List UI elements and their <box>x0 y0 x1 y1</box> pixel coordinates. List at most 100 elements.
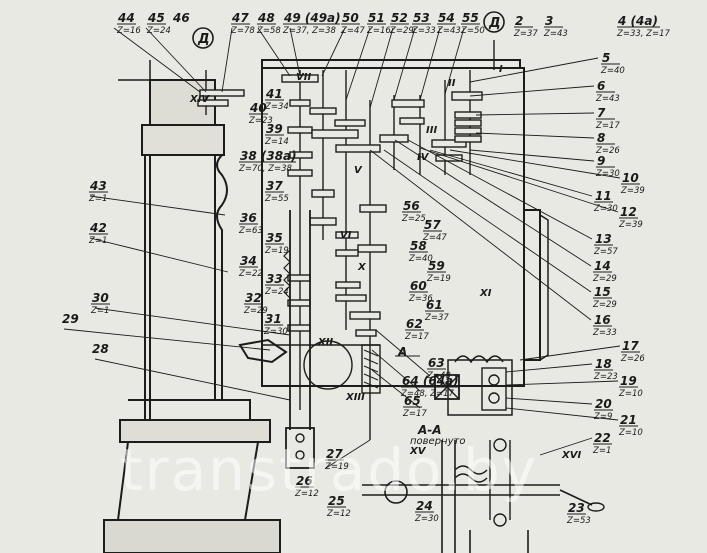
part-number: 11 <box>595 189 612 203</box>
part-number: 58 <box>410 239 427 253</box>
part-number: 40 <box>249 101 267 115</box>
part-label: 37Z=55 <box>264 179 289 204</box>
tooth-count: Z=30 <box>414 514 439 524</box>
part-label: 32Z=29 <box>243 291 268 316</box>
part-label: 26Z=12 <box>294 474 319 499</box>
part-label: 33Z=24 <box>264 272 289 297</box>
part-number: 12 <box>620 205 637 219</box>
part-number: 15 <box>594 285 611 299</box>
part-number: 24 <box>416 499 433 513</box>
motor-symbols: ДД <box>192 11 505 49</box>
part-number: 31 <box>265 312 282 326</box>
section-a-a <box>362 438 605 553</box>
part-label: 62Z=17 <box>404 317 429 342</box>
part-number: 60 <box>410 279 427 293</box>
shaft-numeral: XVI <box>561 450 581 461</box>
part-number: 61 <box>426 298 443 312</box>
part-number: 16 <box>594 313 611 327</box>
part-label: 47Z=78 <box>230 11 255 36</box>
part-number: 5 <box>602 51 610 65</box>
part-number: 2 <box>515 14 523 28</box>
part-number: 33 <box>266 272 283 286</box>
tooth-count: Z=1 <box>90 306 109 316</box>
tooth-count: Z=29 <box>243 306 268 316</box>
part-label: 14Z=29 <box>592 259 617 284</box>
tooth-count: Z=19 <box>264 246 289 256</box>
shaft-numeral: XIV <box>189 94 210 105</box>
part-label: 25Z=12 <box>326 494 351 519</box>
shaft-numeral: II <box>448 78 456 89</box>
part-label: 19Z=10 <box>618 374 643 399</box>
part-label: 36Z=63 <box>238 211 263 236</box>
tooth-count: Z=48, Z=17 <box>400 389 455 399</box>
tooth-count: Z=40 <box>408 254 433 264</box>
tooth-count: Z=50 <box>460 26 485 36</box>
tooth-count: Z=22 <box>238 269 263 279</box>
part-label: 35Z=19 <box>264 231 289 256</box>
part-number: 64 (64a) <box>402 374 459 388</box>
motor-symbol: Д <box>192 27 214 49</box>
part-label: 41Z=34 <box>264 87 289 112</box>
part-number: 9 <box>597 154 605 168</box>
tooth-count: Z=16 <box>116 26 141 36</box>
part-label: 9Z=30 <box>595 154 620 179</box>
motor-symbol: Д <box>483 11 505 33</box>
shaft-numeral: VII <box>296 72 311 83</box>
motor-letter: Д <box>197 32 210 47</box>
tooth-count: Z=57 <box>593 247 618 257</box>
part-number: 54 <box>438 11 455 25</box>
part-number: 32 <box>245 291 262 305</box>
part-number: 26 <box>296 474 313 488</box>
tooth-count: Z=12 <box>326 509 351 519</box>
section-title: A-A <box>417 423 442 437</box>
tooth-count: Z=37, Z=38 <box>282 26 337 36</box>
tooth-count: Z=19 <box>324 462 349 472</box>
part-number: 19 <box>620 374 637 388</box>
motor-circle <box>192 27 214 49</box>
part-number: 28 <box>92 342 109 356</box>
part-label: 27Z=19 <box>324 447 349 472</box>
tooth-count: Z=33, Z=17 <box>616 29 671 39</box>
tooth-count: Z=10 <box>618 428 643 438</box>
tooth-count: Z=33 <box>411 26 436 36</box>
part-number: 6 <box>597 79 605 93</box>
part-number: 44 <box>117 11 135 25</box>
part-number: 56 <box>403 199 420 213</box>
part-number: 10 <box>622 171 639 185</box>
part-number: 36 <box>240 211 257 225</box>
part-label: 52Z=29 <box>389 11 414 36</box>
part-number: 23 <box>568 501 585 515</box>
shaft-numeral: XIII <box>345 392 365 403</box>
part-label: 50Z=47 <box>340 11 365 36</box>
shaft-numeral: XII <box>317 337 333 348</box>
part-number: 4 (4a) <box>617 14 658 28</box>
part-label: 61Z=37 <box>424 298 449 323</box>
part-number: 65 <box>404 394 421 408</box>
part-label: 23Z=53 <box>566 501 591 526</box>
tooth-count: Z=34 <box>264 102 289 112</box>
tooth-count: Z=53 <box>566 516 591 526</box>
tooth-count: Z=1 <box>592 446 611 456</box>
tooth-count: Z=17 <box>402 409 427 419</box>
part-number: 25 <box>328 494 345 508</box>
part-label: 38 (38a)Z=70, Z=38 <box>238 149 297 174</box>
part-label: 40Z=23 <box>248 101 273 126</box>
tooth-count: Z=43 <box>436 26 461 36</box>
part-number: 51 <box>368 11 385 25</box>
part-label: 20Z=9 <box>593 397 613 422</box>
part-label: 58Z=40 <box>408 239 433 264</box>
part-number: 37 <box>266 179 283 193</box>
shaft-numeral: III <box>426 125 437 136</box>
tooth-count: Z=63 <box>238 226 263 236</box>
tooth-count: Z=23 <box>593 372 618 382</box>
part-label: 34Z=22 <box>238 254 263 279</box>
part-label: 48Z=58 <box>256 11 281 36</box>
gears <box>197 74 483 337</box>
part-label: 13Z=57 <box>593 232 618 257</box>
part-number: 38 (38a) <box>240 149 297 163</box>
part-label: 59Z=19 <box>426 259 451 284</box>
shaft-numeral: V <box>354 165 363 176</box>
part-label: 3Z=43 <box>543 14 568 39</box>
